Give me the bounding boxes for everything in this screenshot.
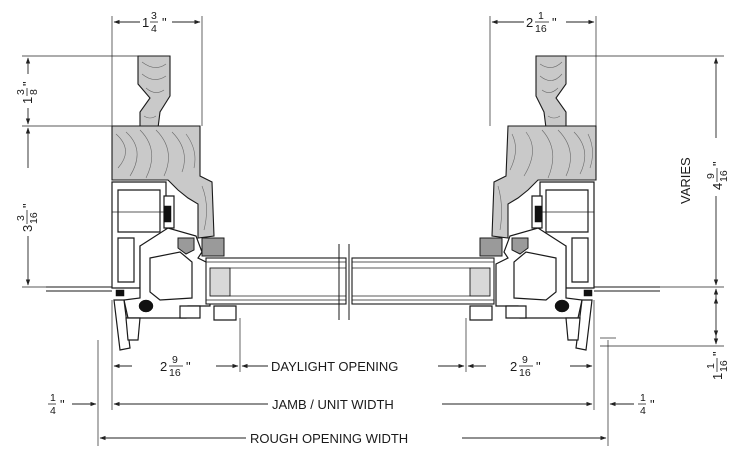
svg-text:": " xyxy=(536,359,541,374)
left-seal xyxy=(138,299,154,313)
svg-text:": " xyxy=(162,15,167,30)
svg-text:16: 16 xyxy=(519,367,531,379)
label-rough-opening-width: ROUGH OPENING WIDTH xyxy=(250,431,408,446)
svg-text:4: 4 xyxy=(151,23,157,35)
svg-text:16: 16 xyxy=(535,23,547,35)
svg-text:16: 16 xyxy=(718,360,730,372)
svg-text:16: 16 xyxy=(169,367,181,379)
svg-text:3: 3 xyxy=(20,225,35,232)
svg-text:1: 1 xyxy=(538,10,544,22)
svg-text:3: 3 xyxy=(151,10,157,22)
left-wood-jamb xyxy=(111,125,215,239)
dim-left-shim: 1 4 " xyxy=(48,392,65,417)
svg-text:3: 3 xyxy=(15,89,27,95)
glazing-right xyxy=(351,257,495,305)
svg-text:1: 1 xyxy=(640,392,646,404)
svg-text:2: 2 xyxy=(526,15,533,30)
svg-text:1: 1 xyxy=(50,392,56,404)
svg-text:": " xyxy=(710,351,725,356)
svg-text:": " xyxy=(186,359,191,374)
svg-text:4: 4 xyxy=(50,405,56,417)
glazing-left xyxy=(205,257,347,305)
svg-text:3: 3 xyxy=(15,215,27,221)
svg-text:": " xyxy=(60,397,65,412)
svg-text:4: 4 xyxy=(640,405,646,417)
svg-text:": " xyxy=(710,161,725,166)
svg-text:16: 16 xyxy=(28,212,40,224)
svg-text:1: 1 xyxy=(710,373,725,380)
label-jamb-unit-width: JAMB / UNIT WIDTH xyxy=(272,397,394,412)
right-jamb-assembly xyxy=(469,55,660,351)
label-daylight-opening: DAYLIGHT OPENING xyxy=(271,359,398,374)
svg-text:1: 1 xyxy=(142,15,149,30)
svg-text:4: 4 xyxy=(710,183,725,190)
dim-right-bottom-height: 1 1 16 " xyxy=(705,351,730,380)
svg-text:9: 9 xyxy=(172,354,178,366)
svg-text:9: 9 xyxy=(522,354,528,366)
dim-left-top-width: 1 3 4 " xyxy=(142,10,167,35)
dimension-lines xyxy=(22,16,724,446)
left-jamb-assembly xyxy=(46,55,237,351)
svg-text:": " xyxy=(20,203,35,208)
svg-text:": " xyxy=(552,15,557,30)
svg-text:16: 16 xyxy=(718,170,730,182)
break-line xyxy=(338,244,350,320)
svg-text:1: 1 xyxy=(705,363,717,369)
svg-text:VARIES: VARIES xyxy=(678,157,693,204)
svg-text:": " xyxy=(650,397,655,412)
dim-left-sash-width: 2 9 16 " xyxy=(160,354,191,379)
dim-left-frame-height: 3 3 16 " xyxy=(15,203,40,232)
right-wood-stop xyxy=(535,55,567,129)
dim-right-sash-width: 2 9 16 " xyxy=(510,354,541,379)
dim-right-shim: 1 4 " xyxy=(638,392,655,417)
svg-text:": " xyxy=(20,81,35,86)
right-seal xyxy=(554,299,570,313)
svg-text:1: 1 xyxy=(20,97,35,104)
dim-right-frame-height: 4 9 16 " xyxy=(705,161,730,190)
dim-left-top-height: 1 3 8 " xyxy=(15,81,40,104)
dim-right-top-width: 2 1 16 " xyxy=(526,10,557,35)
svg-text:2: 2 xyxy=(160,359,167,374)
dim-right-varies: VARIES xyxy=(678,157,693,204)
svg-text:2: 2 xyxy=(510,359,517,374)
svg-text:9: 9 xyxy=(705,173,717,179)
svg-text:8: 8 xyxy=(28,89,40,95)
right-wood-jamb xyxy=(491,125,597,239)
